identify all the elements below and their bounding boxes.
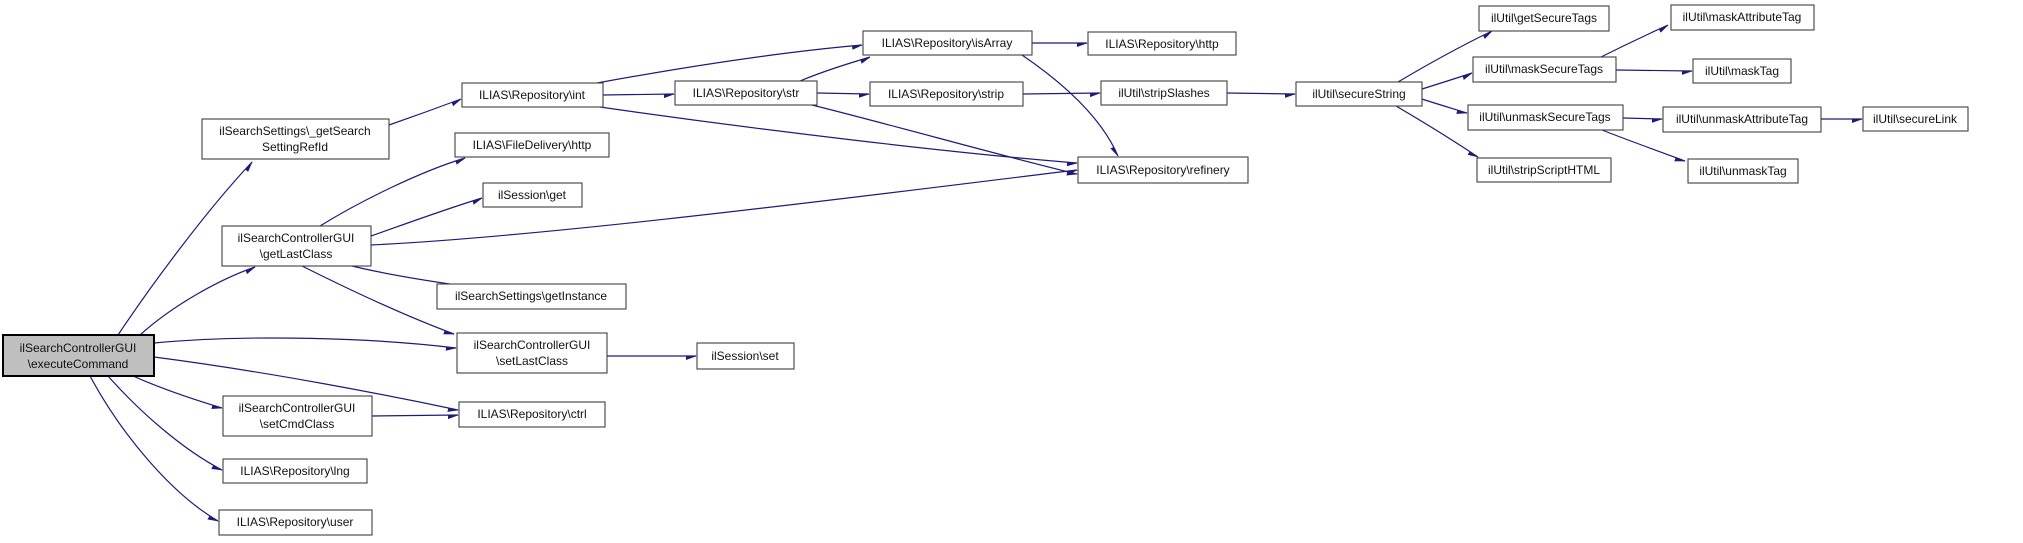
node-label: ilSearchControllerGUI [20, 341, 137, 355]
node-label: ILIAS\Repository\ctrl [477, 407, 586, 421]
node-label: ilUtil\secureString [1312, 87, 1405, 101]
node-repository-refinery[interactable]: ILIAS\Repository\refinery [1077, 156, 1249, 184]
node-unmask-attribute-tag[interactable]: ilUtil\unmaskAttributeTag [1662, 106, 1822, 133]
node-label: ILIAS\Repository\http [1105, 37, 1219, 51]
edge-secureString-stripScriptHTML [1395, 105, 1478, 157]
node-label: ilSearchControllerGUI [238, 231, 355, 245]
node-strip-script-html[interactable]: ilUtil\stripScriptHTML [1476, 157, 1612, 183]
node-secure-link[interactable]: ilUtil\secureLink [1862, 106, 1969, 132]
node-label: ILIAS\Repository\refinery [1096, 163, 1229, 177]
node-set-cmd-class[interactable]: ilSearchControllerGUI \setCmdClass [222, 395, 373, 437]
edge-secureString-unmaskSecureTags [1421, 98, 1467, 113]
node-get-instance[interactable]: ilSearchSettings\getInstance [436, 283, 627, 310]
edge-executeCommand-getSearchSettingRefId [117, 162, 252, 336]
edge-getSearchSettingRefId-int [388, 98, 461, 126]
node-get-last-class[interactable]: ilSearchControllerGUI \getLastClass [221, 225, 372, 267]
node-repository-str[interactable]: ILIAS\Repository\str [674, 80, 818, 106]
node-repository-int[interactable]: ILIAS\Repository\int [461, 82, 604, 108]
node-set-last-class[interactable]: ilSearchControllerGUI \setLastClass [456, 332, 608, 374]
node-label: ILIAS\Repository\int [479, 88, 586, 102]
node-label: ilUtil\maskSecureTags [1485, 62, 1603, 76]
edge-getLastClass-setLastClass [301, 265, 454, 335]
node-label: ilUtil\unmaskTag [1699, 164, 1786, 178]
edge-getLastClass-fileDeliveryHttp [319, 158, 465, 227]
edge-executeCommand-lng [107, 375, 222, 471]
node-label: ilUtil\stripSlashes [1118, 86, 1209, 100]
node-label: ILIAS\Repository\isArray [882, 36, 1013, 50]
node-label: ilSession\set [711, 349, 779, 363]
node-unmask-tag[interactable]: ilUtil\unmaskTag [1687, 158, 1799, 184]
node-repository-http[interactable]: ILIAS\Repository\http [1087, 31, 1237, 56]
edge-getLastClass-getInstance [351, 265, 457, 285]
node-label: ilUtil\getSecureTags [1491, 11, 1597, 25]
node-file-delivery-http[interactable]: ILIAS\FileDelivery\http [454, 132, 610, 158]
node-label: ilSearchSettings\_getSearch [219, 124, 370, 138]
node-label: ilSession\get [498, 188, 567, 202]
node-secure-string[interactable]: ilUtil\secureString [1295, 81, 1423, 107]
edges [89, 24, 1862, 522]
edge-executeCommand-getLastClass [139, 266, 255, 336]
node-label: ilSearchSettings\getInstance [455, 289, 607, 303]
node-label: ILIAS\Repository\user [237, 515, 354, 529]
node-repository-lng[interactable]: ILIAS\Repository\lng [222, 458, 368, 484]
edge-str-strip [816, 92, 869, 94]
edge-strip-stripSlashes [1022, 92, 1100, 94]
node-label: ilUtil\secureLink [1873, 112, 1958, 126]
node-session-set[interactable]: ilSession\set [696, 342, 795, 370]
edge-unmaskSecureTags-unmaskAttributeTag [1622, 117, 1662, 119]
node-repository-is-array[interactable]: ILIAS\Repository\isArray [862, 30, 1033, 56]
node-strip-slashes[interactable]: ilUtil\stripSlashes [1100, 80, 1228, 106]
node-session-get[interactable]: ilSession\get [482, 182, 583, 208]
node-label: ilUtil\unmaskSecureTags [1479, 110, 1610, 124]
node-label: ILIAS\Repository\strip [888, 87, 1004, 101]
edge-unmaskSecureTags-unmaskTag [1601, 129, 1685, 162]
node-label: SettingRefId [262, 140, 328, 154]
node-label: \setCmdClass [260, 417, 335, 431]
node-mask-attribute-tag[interactable]: ilUtil\maskAttributeTag [1670, 4, 1815, 31]
node-mask-tag[interactable]: ilUtil\maskTag [1692, 58, 1792, 84]
node-execute-command[interactable]: ilSearchControllerGUI \executeCommand [2, 334, 155, 377]
node-repository-strip[interactable]: ILIAS\Repository\strip [869, 81, 1024, 107]
node-unmask-secure-tags[interactable]: ilUtil\unmaskSecureTags [1467, 104, 1624, 131]
edge-executeCommand-setCmdClass [132, 375, 222, 408]
node-label: ilSearchControllerGUI [474, 338, 591, 352]
node-label: ilUtil\maskAttributeTag [1683, 10, 1802, 24]
node-label: ilUtil\stripScriptHTML [1488, 163, 1600, 177]
node-label: ilUtil\unmaskAttributeTag [1676, 112, 1808, 126]
node-mask-secure-tags[interactable]: ilUtil\maskSecureTags [1472, 56, 1617, 83]
edge-executeCommand-setLastClass [153, 337, 456, 348]
edge-isArray-refinery [1021, 54, 1119, 156]
edge-maskSecureTags-maskTag [1615, 69, 1692, 71]
edge-maskSecureTags-maskAttributeTag [1600, 24, 1668, 58]
edge-str-refinery [811, 104, 1077, 174]
edge-stripSlashes-secureString [1226, 92, 1295, 94]
node-label: \setLastClass [496, 354, 568, 368]
node-label: ILIAS\Repository\lng [240, 464, 349, 478]
node-repository-ctrl[interactable]: ILIAS\Repository\ctrl [458, 401, 606, 428]
node-label: ilUtil\maskTag [1705, 64, 1779, 78]
edge-executeCommand-ctrl [153, 356, 458, 410]
node-label: \getLastClass [260, 247, 333, 261]
node-get-secure-tags[interactable]: ilUtil\getSecureTags [1478, 5, 1610, 32]
node-label: ILIAS\FileDelivery\http [473, 138, 592, 152]
node-repository-user[interactable]: ILIAS\Repository\user [218, 509, 373, 536]
node-label: ILIAS\Repository\str [693, 86, 800, 100]
edge-secureString-maskSecureTags [1421, 73, 1472, 90]
edge-getLastClass-refinery [370, 169, 1077, 246]
edge-str-isArray [799, 57, 870, 82]
edge-int-str [602, 93, 674, 95]
edge-secureString-getSecureTags [1397, 30, 1492, 83]
node-label: \executeCommand [28, 357, 129, 371]
edge-setCmdClass-ctrl [371, 414, 458, 416]
node-label: ilSearchControllerGUI [239, 401, 356, 415]
edge-executeCommand-user [89, 375, 218, 522]
nodes: ilSearchControllerGUI \executeCommand il… [2, 4, 1969, 536]
edge-getLastClass-sessionGet [370, 198, 482, 237]
node-get-search-setting-ref-id[interactable]: ilSearchSettings\_getSearch SettingRefId [201, 118, 390, 160]
edge-int-refinery [599, 106, 1077, 163]
edge-int-isArray [596, 44, 862, 84]
